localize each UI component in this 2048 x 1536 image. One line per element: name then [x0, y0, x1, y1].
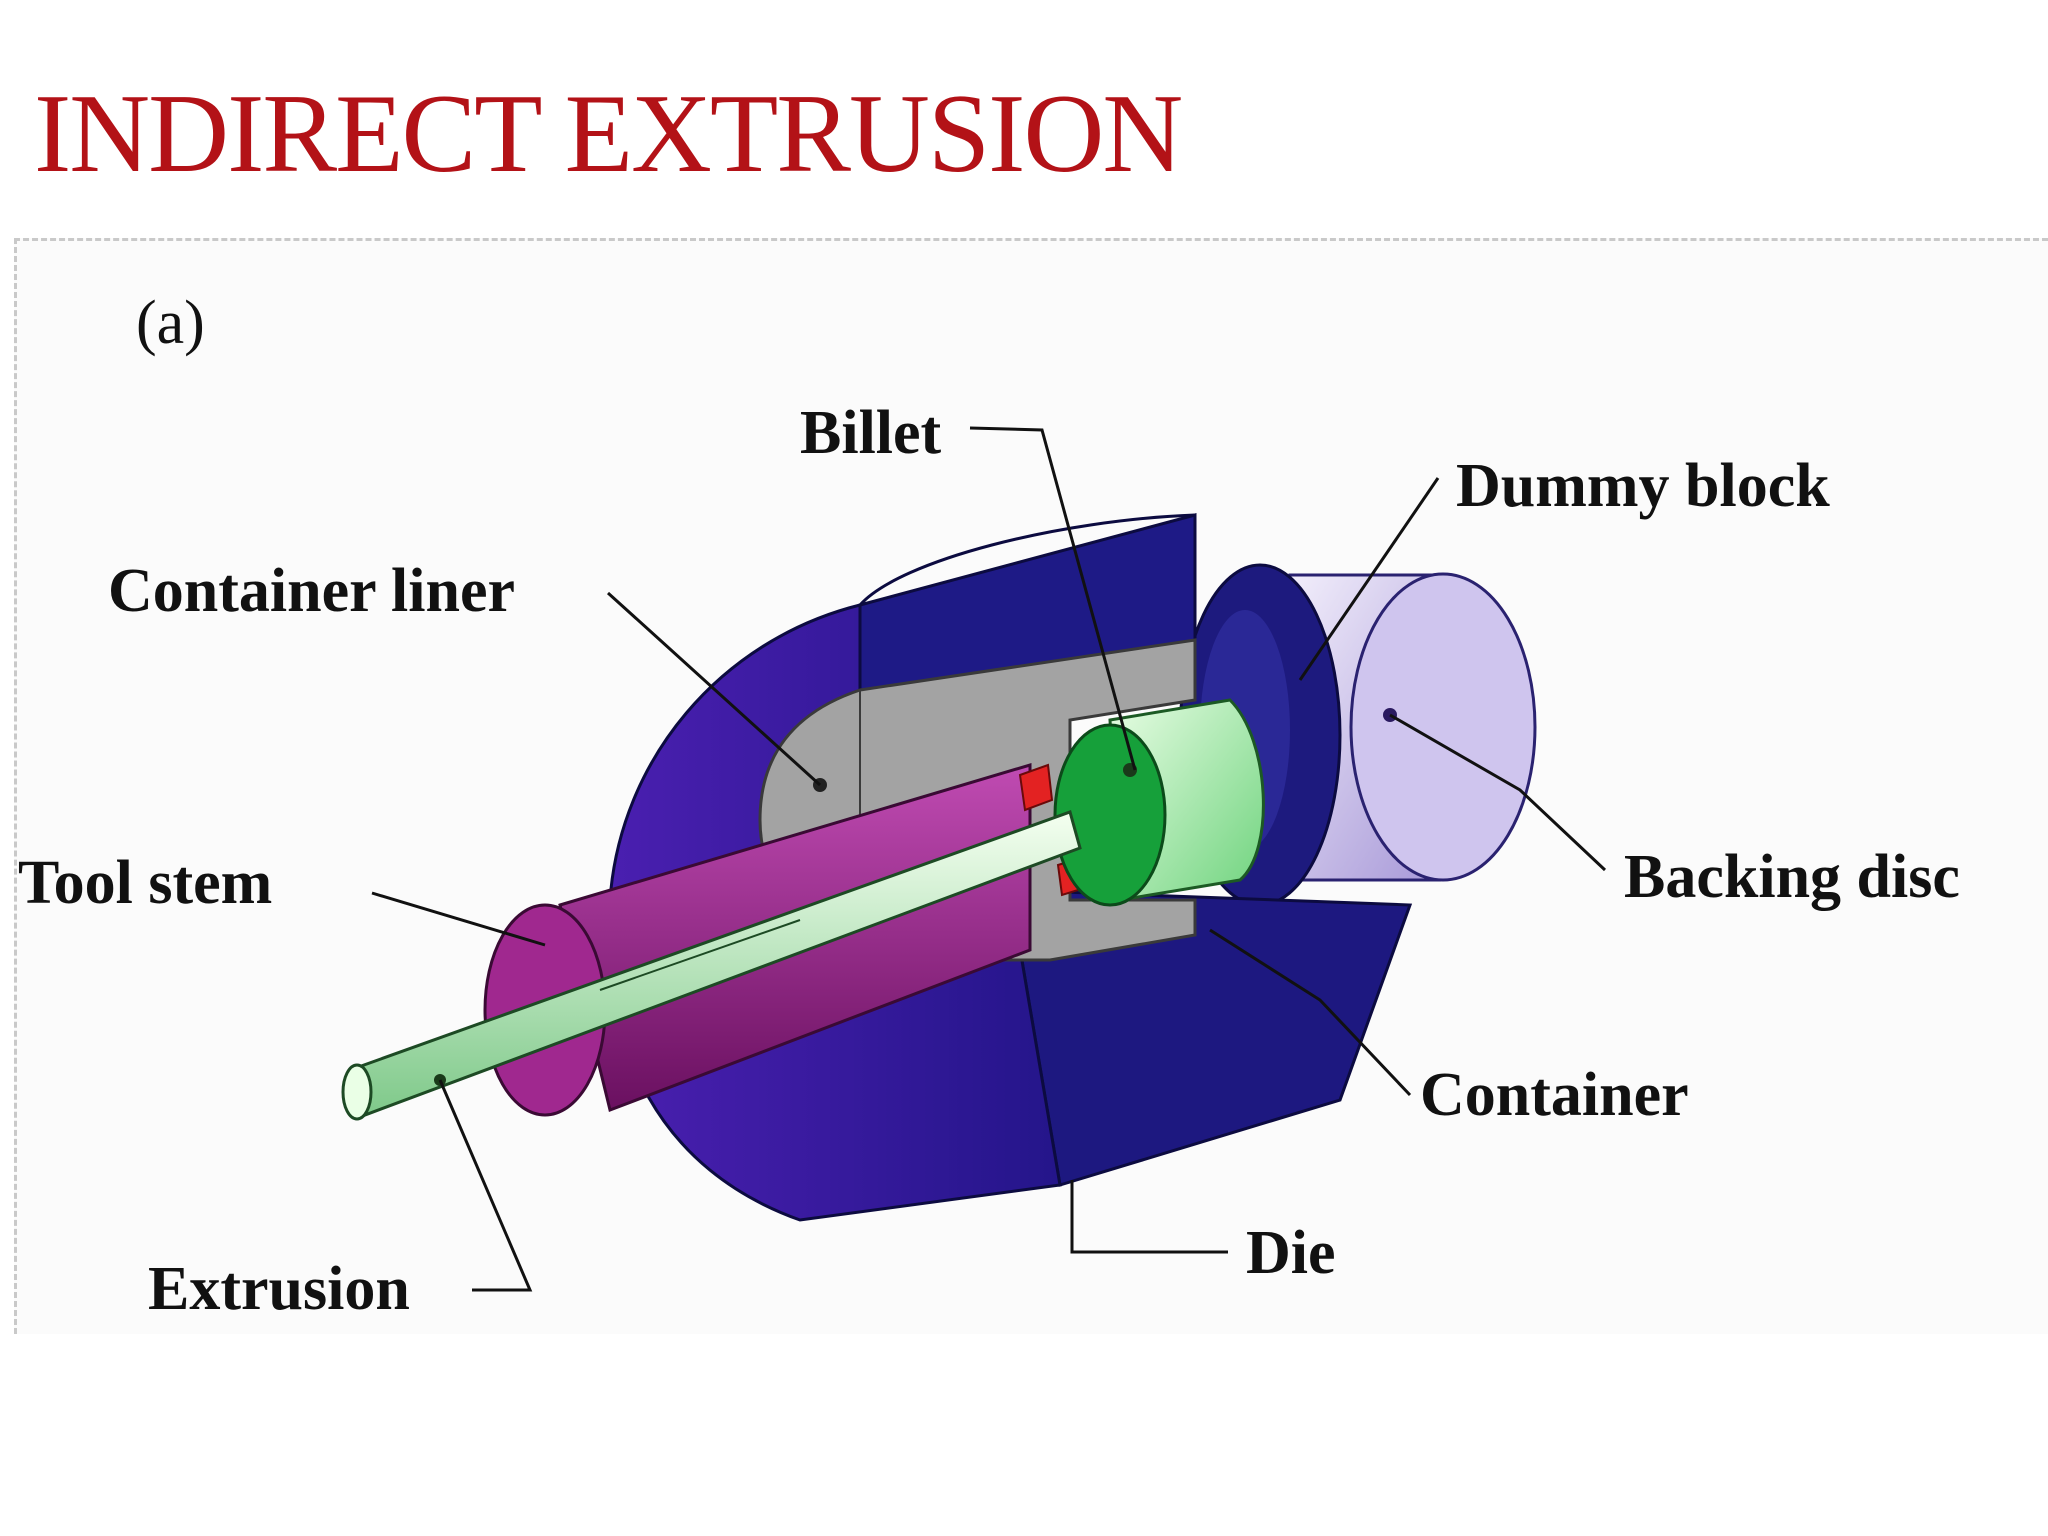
label-container: Container [1420, 1061, 1689, 1129]
label-tool-stem: Tool stem [18, 849, 273, 917]
billet-shape [1053, 698, 1265, 907]
label-container-liner: Container liner [108, 557, 515, 625]
extrusion-rod-shape [341, 810, 1082, 1121]
slide-title: INDIRECT EXTRUSION [34, 72, 1183, 196]
label-dummy-block: Dummy block [1456, 452, 1830, 520]
label-billet: Billet [800, 399, 942, 467]
leader-lines [371, 426, 1607, 1292]
panel-label: (a) [136, 289, 205, 357]
label-extrusion: Extrusion [148, 1255, 410, 1323]
label-die: Die [1246, 1219, 1336, 1287]
label-backing-disc: Backing disc [1624, 843, 1960, 911]
